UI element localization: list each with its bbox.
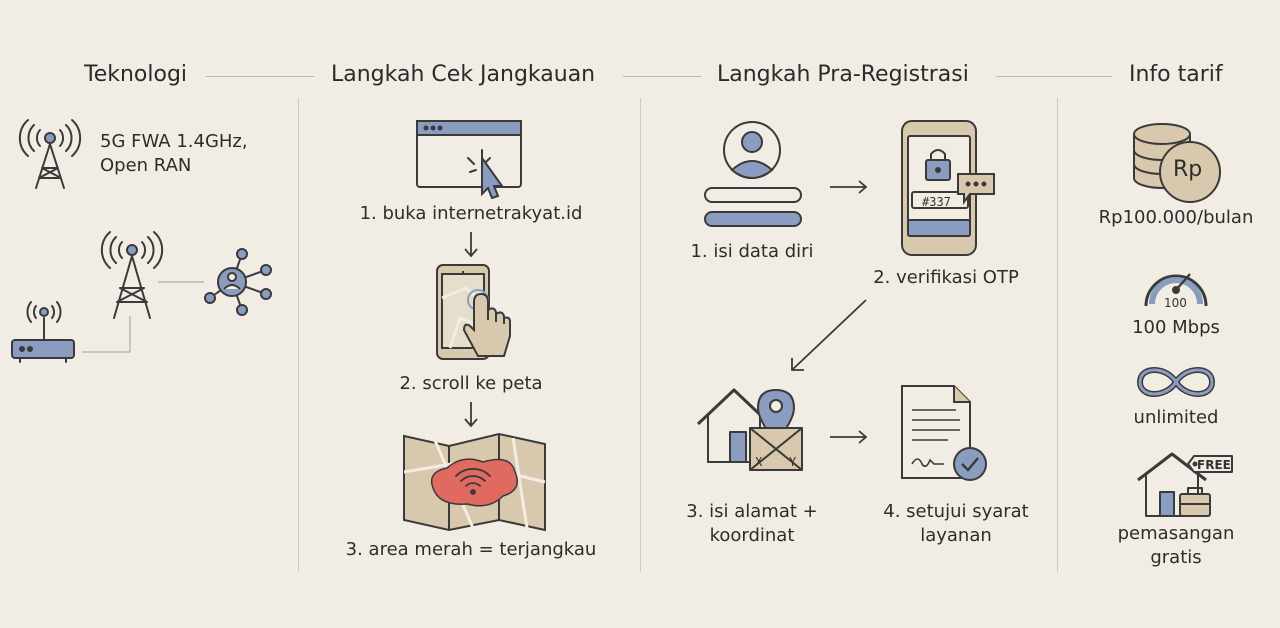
technology-spec: 5G FWA 1.4GHz, Open RAN bbox=[100, 130, 248, 178]
tariff-price: Rp100.000/bulan bbox=[1098, 207, 1254, 228]
prereg-step-4-line1: 4. setujui syarat bbox=[883, 501, 1029, 522]
infinity-icon bbox=[1136, 367, 1216, 397]
prereg-step-3-line2: koordinat bbox=[709, 525, 795, 546]
coverage-step-2: 2. scroll ke peta bbox=[399, 373, 543, 394]
router-icon bbox=[11, 301, 75, 363]
tower-icon bbox=[100, 231, 164, 319]
browser-window-icon bbox=[416, 120, 522, 200]
personal-data-form-icon bbox=[704, 121, 802, 227]
coordinate-x-label: X bbox=[755, 455, 763, 469]
header-tariff-info: Info tarif bbox=[1129, 62, 1223, 87]
prereg-step-2: 2. verifikasi OTP bbox=[873, 267, 1019, 288]
tariff-installation-line1: pemasangan bbox=[1117, 523, 1235, 544]
tariff-quota: unlimited bbox=[1133, 407, 1219, 428]
tariff-installation: pemasangan gratis bbox=[1070, 522, 1280, 570]
free-installation-icon bbox=[1137, 452, 1233, 517]
otp-code: #337 bbox=[922, 195, 951, 209]
technology-spec-line1: 5G FWA 1.4GHz, bbox=[100, 131, 248, 152]
header-technology: Teknologi bbox=[84, 62, 188, 87]
home-location-icon bbox=[696, 388, 803, 471]
wifi-icon bbox=[455, 468, 491, 495]
user-network-hub-icon bbox=[204, 248, 272, 316]
phone-otp-icon bbox=[901, 120, 995, 256]
column-divider bbox=[640, 98, 641, 572]
cursor-icon bbox=[467, 149, 504, 200]
fwa-network-diagram bbox=[11, 231, 272, 363]
gauge-value: 100 bbox=[1164, 296, 1187, 310]
hand-tap-icon bbox=[462, 289, 511, 357]
prereg-step-1: 1. isi data diri bbox=[690, 241, 814, 262]
header-preregistration-steps: Langkah Pra-Registrasi bbox=[717, 62, 969, 87]
free-tag: FREE bbox=[1197, 458, 1231, 472]
phone-map-touch-icon bbox=[436, 264, 511, 360]
arrow-diagonal-icon bbox=[791, 299, 867, 371]
header-rule bbox=[996, 76, 1112, 77]
currency-symbol: Rp bbox=[1173, 157, 1203, 182]
arrow-down-icon bbox=[464, 232, 478, 258]
prereg-step-4-line2: layanan bbox=[920, 525, 992, 546]
terms-document-icon bbox=[901, 385, 987, 481]
header-coverage-steps: Langkah Cek Jangkauan bbox=[331, 62, 596, 87]
prereg-step-3: 3. isi alamat + koordinat bbox=[672, 500, 832, 548]
coordinate-y-label: Y bbox=[789, 455, 797, 469]
prereg-step-3-line1: 3. isi alamat + bbox=[686, 501, 818, 522]
prereg-step-4: 4. setujui syarat layanan bbox=[856, 500, 1056, 548]
speedometer-icon bbox=[1144, 273, 1208, 307]
arrow-right-icon bbox=[830, 430, 868, 444]
header-rule bbox=[623, 76, 701, 77]
tariff-speed: 100 Mbps bbox=[1132, 317, 1220, 338]
coverage-step-1: 1. buka internetrakyat.id bbox=[359, 203, 583, 224]
arrow-down-icon bbox=[464, 402, 478, 428]
coverage-step-3: 3. area merah = terjangkau bbox=[345, 539, 597, 560]
antenna-tower-icon bbox=[18, 119, 82, 189]
header-rule bbox=[206, 76, 314, 77]
technology-spec-line2: Open RAN bbox=[100, 155, 192, 176]
column-divider bbox=[298, 98, 299, 572]
tariff-installation-line2: gratis bbox=[1150, 547, 1202, 568]
coverage-map-icon bbox=[403, 432, 546, 532]
column-divider bbox=[1057, 98, 1058, 572]
arrow-right-icon bbox=[830, 180, 868, 194]
coin-stack-icon bbox=[1133, 123, 1221, 203]
